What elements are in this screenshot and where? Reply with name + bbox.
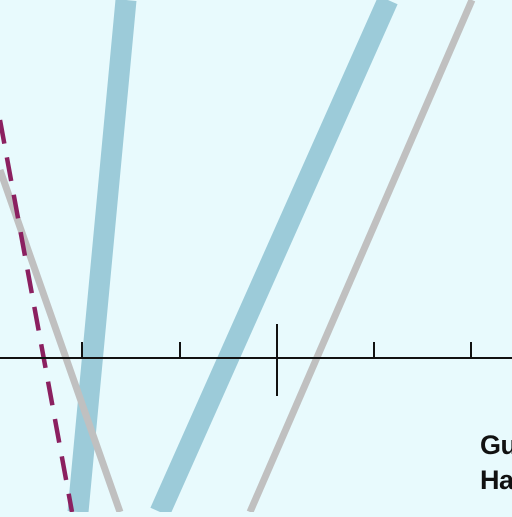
minor-road — [246, 0, 476, 514]
minor-road — [0, 168, 124, 514]
highway-road — [150, 0, 398, 517]
place-label-line2: Ha — [480, 465, 512, 495]
place-label-line1: Gu — [480, 430, 512, 460]
place-label: Gu Ha — [480, 428, 512, 498]
boundary-line — [0, 119, 75, 513]
scale-bar — [0, 324, 512, 396]
highway-road — [67, 0, 137, 513]
